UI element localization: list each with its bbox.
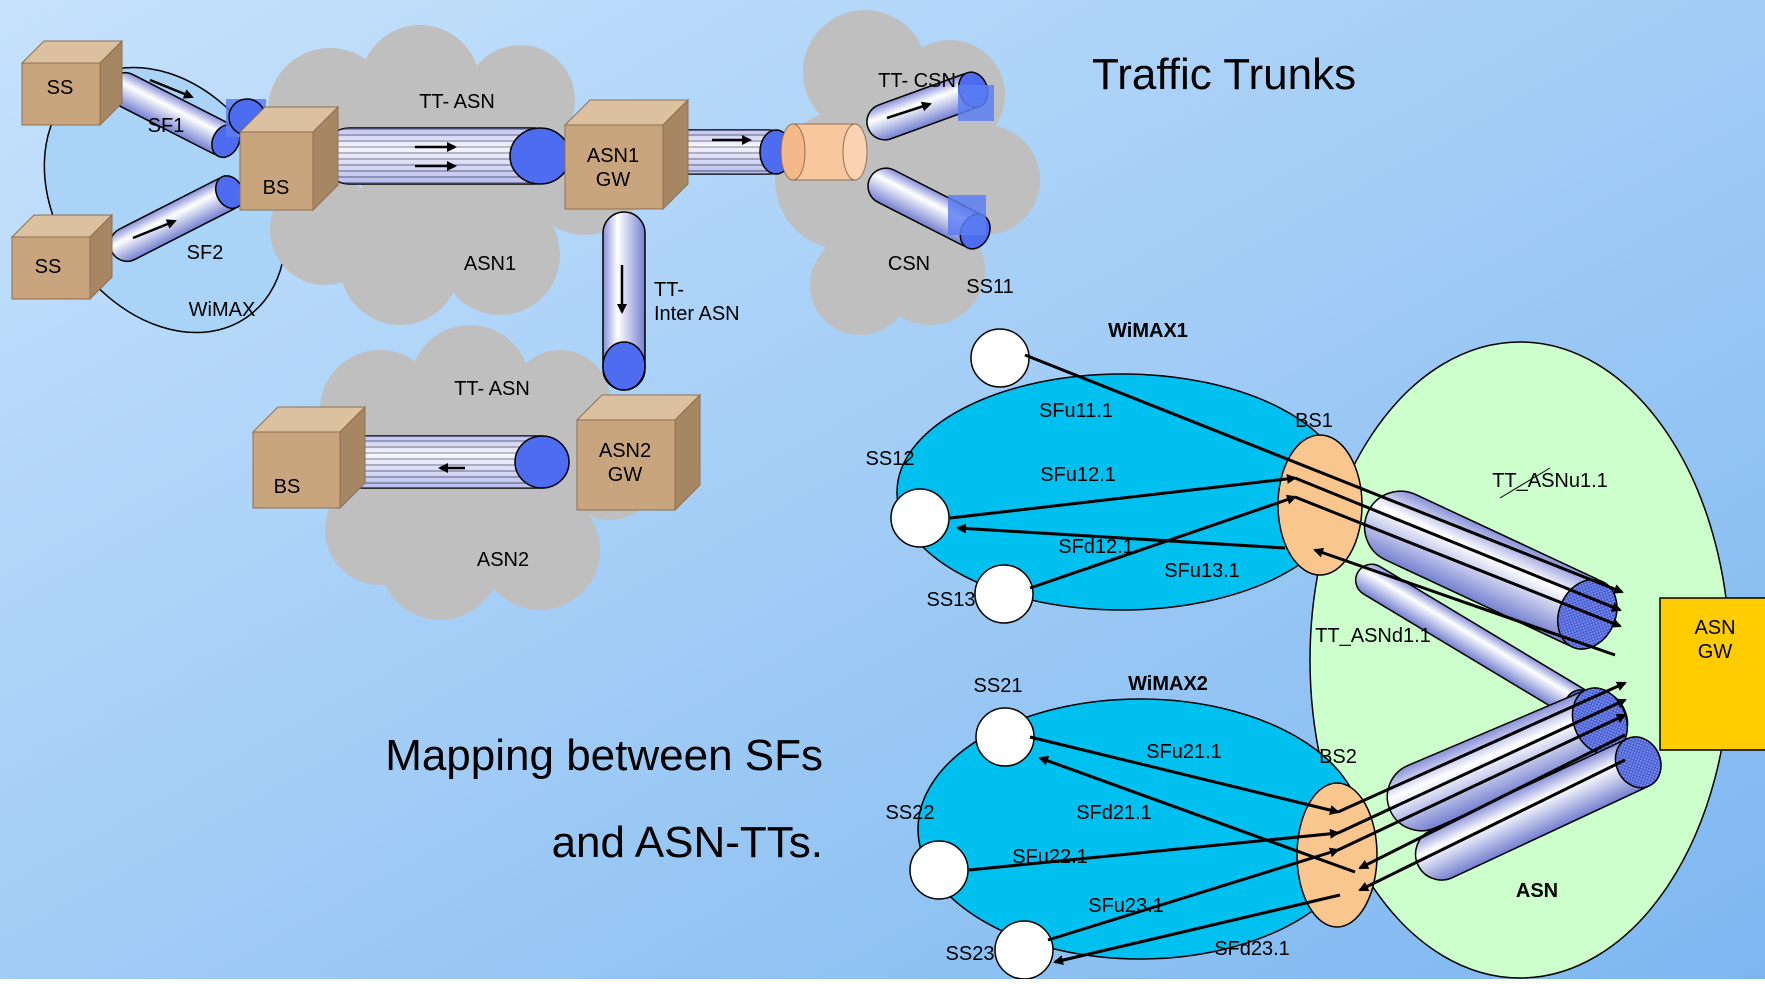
mapping-title-line1: Mapping between SFs xyxy=(385,731,823,780)
sfu22-arrow xyxy=(968,828,1340,872)
csn-label: CSN xyxy=(888,253,930,275)
sfu21-tt-arrow xyxy=(1337,681,1627,814)
mapping-title-line2: and ASN-TTs. xyxy=(552,818,823,867)
asn-gw-label-2: GW xyxy=(1698,641,1733,663)
sf1-label: SF1 xyxy=(148,115,185,137)
tt-inter-asn-label-2: Inter ASN xyxy=(654,303,740,325)
asn1-gw-label-2: GW xyxy=(596,169,631,191)
asn2-gw-label-1: ASN2 xyxy=(599,440,651,462)
sfu12-label: SFu12.1 xyxy=(1040,464,1116,486)
sfu12-arrow-a xyxy=(949,473,1297,520)
wimax-label: WiMAX xyxy=(189,299,256,321)
asn2-label: ASN2 xyxy=(477,549,529,571)
sfu23-arrow xyxy=(1047,847,1340,942)
traffic-trunks-title: Traffic Trunks xyxy=(1092,50,1356,99)
sfd21-label: SFd21.1 xyxy=(1076,802,1152,824)
ss12-label: SS12 xyxy=(866,448,915,470)
sfd21-arrow xyxy=(1038,756,1356,874)
tt-csn-label: TT- CSN xyxy=(878,70,956,92)
ss22-label: SS22 xyxy=(886,802,935,824)
tt-csn-upper-end-square xyxy=(958,85,994,121)
tt-asn1-tube xyxy=(321,127,571,185)
asn-label: ASN xyxy=(1516,880,1558,902)
sfu11-label: SFu11.1 xyxy=(1039,400,1113,422)
csn-router-cylinder xyxy=(780,123,868,181)
ss11-label: SS11 xyxy=(966,276,1013,298)
tt-inter-asn-tube xyxy=(602,211,646,391)
asn1-gw-box xyxy=(563,98,690,211)
ss11-node xyxy=(970,328,1030,388)
wimax1-label: WiMAX1 xyxy=(1108,320,1188,342)
wimax2-label: WiMAX2 xyxy=(1128,673,1208,695)
tt-csn-lower-end-square xyxy=(948,195,986,235)
ss21-label: SS21 xyxy=(974,675,1023,697)
tt-inter-asn-label-1: TT- xyxy=(654,279,684,301)
sfd12-arrow xyxy=(956,523,1286,550)
sfu21-label: SFu21.1 xyxy=(1146,741,1222,763)
tt-asnd-label: TT_ASNd1.1 xyxy=(1315,625,1431,647)
bs1-oval xyxy=(1277,434,1363,576)
sfu13-label: SFu13.1 xyxy=(1164,560,1240,582)
sfd12-label: SFd12.1 xyxy=(1058,536,1134,558)
sfu13-arrow-a xyxy=(1029,494,1297,590)
sfu21-arrow xyxy=(1029,735,1340,815)
ss13-label: SS13 xyxy=(927,589,976,611)
bs-asn2-label: BS xyxy=(274,476,301,498)
ss13-node xyxy=(974,564,1034,624)
asn-gw-box xyxy=(1659,597,1765,751)
sf2-arrow xyxy=(132,219,177,240)
sfu22-label: SFu22.1 xyxy=(1012,846,1088,868)
asn2-gw-box xyxy=(575,393,702,512)
sfd23-arrow xyxy=(1053,893,1341,966)
sfu23-tt-arrow xyxy=(1337,713,1627,852)
ss-top-label: SS xyxy=(47,77,74,99)
asn2-gw-label-2: GW xyxy=(608,464,643,486)
tt-asn1-label: TT- ASN xyxy=(419,91,495,113)
sf2-label: SF2 xyxy=(187,242,224,264)
sfd12-tt-arrow xyxy=(1313,547,1616,657)
sfu13-arrow-b xyxy=(1294,495,1622,628)
asn-gw-label-1: ASN xyxy=(1694,617,1735,639)
tt-asn2-label: TT- ASN xyxy=(454,378,530,400)
ss23-label: SS23 xyxy=(946,943,995,965)
bs-box-top xyxy=(238,105,340,212)
tt-asn2-tube xyxy=(336,435,570,489)
bs1-label: BS1 xyxy=(1295,410,1333,432)
ss12-node xyxy=(890,488,950,548)
asn1-label: ASN1 xyxy=(464,253,516,275)
sfu12-arrow-b xyxy=(1294,476,1622,612)
sfu23-label: SFu23.1 xyxy=(1088,895,1164,917)
bs-asn2-box xyxy=(251,405,367,510)
sfd21-tt-arrow xyxy=(1358,733,1626,870)
ss-top-box xyxy=(20,39,124,127)
ss23-node xyxy=(994,920,1054,980)
bs2-label: BS2 xyxy=(1319,746,1357,768)
sfu22-tt-arrow xyxy=(1337,698,1627,835)
ss-bottom-box xyxy=(10,213,114,301)
ss-bottom-label: SS xyxy=(35,256,62,278)
asn1-gw-label-1: ASN1 xyxy=(587,145,639,167)
sf1-arrow xyxy=(149,78,194,99)
ss22-node xyxy=(909,840,969,900)
tt-csn-arrow xyxy=(886,101,932,120)
bs-top-label: BS xyxy=(263,177,290,199)
sfd23-tt-arrow xyxy=(1358,758,1626,892)
tt-asnu-label: TT_ASNu1.1 xyxy=(1492,470,1608,492)
tt-asnu-callout xyxy=(1499,467,1551,499)
sfd23-label: SFd23.1 xyxy=(1214,938,1290,960)
sfu11-arrow xyxy=(1024,353,1624,594)
ss21-node xyxy=(975,707,1035,767)
